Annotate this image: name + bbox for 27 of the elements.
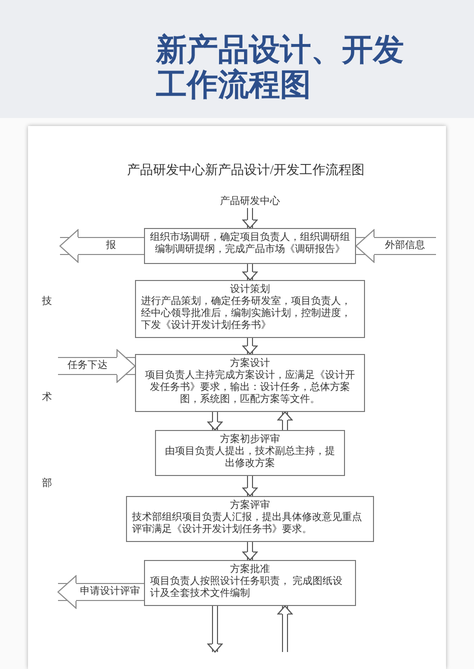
flow-label: 产品研发中心 <box>220 196 280 208</box>
step-title: 方案初步评审 <box>220 434 280 446</box>
step-text: 组织市场调研，确定项目负责人，组织调研组编制调研提纲，完成产品市场《调研报告》 <box>150 232 350 256</box>
department-label: 术 <box>42 392 52 404</box>
step-title: 方案评审 <box>230 500 270 512</box>
department-label: 技 <box>42 296 52 308</box>
step-text: 由项目负责人提出，技术副总主持，提出修改方案 <box>164 446 336 470</box>
edge-label: 报 <box>104 240 118 252</box>
edge-label: 外部信息 <box>383 240 427 252</box>
document-title: 产品研发中心新产品设计/开发工作流程图 <box>127 162 365 177</box>
step-title: 设计策划 <box>230 284 270 296</box>
process-box <box>144 560 356 606</box>
edge-label: 任务下达 <box>66 360 110 372</box>
step-title: 方案设计 <box>230 358 270 370</box>
process-box <box>126 496 374 542</box>
step-text: 项目负责人按照设计任务职责， 完成图纸设计及全套技术文件编制 <box>150 576 344 600</box>
process-box <box>144 228 356 264</box>
page-title: 新产品设计、开发工作流程图 <box>156 32 405 102</box>
process-box <box>155 430 345 476</box>
edge-label: 申请设计评审 <box>78 586 142 598</box>
process-box <box>135 354 365 412</box>
step-text: 技术部组织项目负责人汇报，提出具体修改意见重点评审满足《设计开发计划任务书》要求。 <box>132 512 363 536</box>
process-box <box>135 280 365 338</box>
step-text: 进行产品策划，确定任务研发室，项目负责人，经中心领导批准后，编制实施计划，控制进度，下发《设计开发计划任务书》 <box>141 296 352 332</box>
step-title: 方案批准 <box>230 564 270 576</box>
step-text: 项目负责人主持完成方案设计，应满足《设计开发任务书》要求，输出：设计任务，总体方案图，系统图，匹配方案等文件。 <box>144 370 356 406</box>
department-label: 部 <box>42 478 52 490</box>
